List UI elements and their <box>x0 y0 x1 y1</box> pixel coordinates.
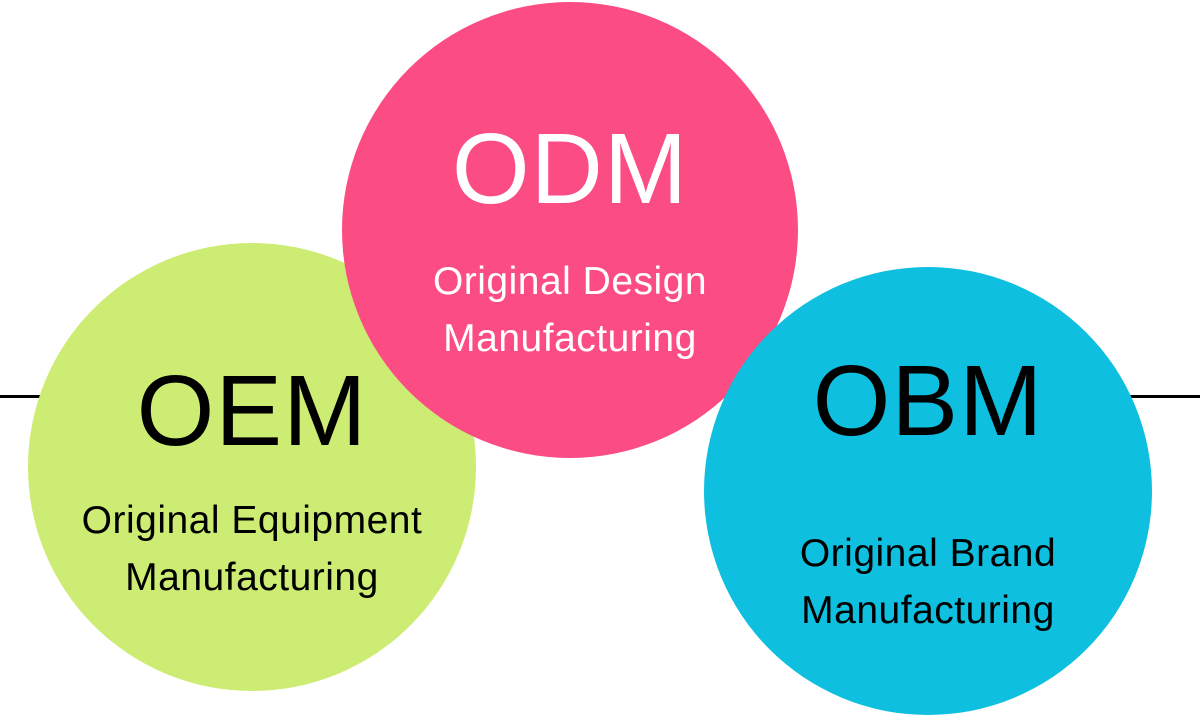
circle-odm-description: Original Design Manufacturing <box>342 253 798 367</box>
circle-obm-description: Original Brand Manufacturing <box>704 525 1152 639</box>
circle-oem-description: Original Equipment Manufacturing <box>28 492 476 606</box>
circle-odm-description-line-2: Manufacturing <box>443 317 697 360</box>
circle-odm-description-line-1: Original Design <box>432 260 708 303</box>
circle-oem-description-line-2: Manufacturing <box>125 556 379 599</box>
circle-obm-acronym: OBM <box>812 345 1044 457</box>
circle-odm-acronym: ODM <box>451 113 689 225</box>
circle-oem-acronym: OEM <box>136 355 368 467</box>
circle-oem-description-line-1: Original Equipment <box>81 499 423 542</box>
circle-odm: ODM Original Design Manufacturing <box>342 2 798 458</box>
circle-obm-description-line-2: Manufacturing <box>801 589 1055 632</box>
circle-obm: OBM Original Brand Manufacturing <box>704 267 1152 715</box>
circle-obm-description-line-1: Original Brand <box>799 532 1057 575</box>
